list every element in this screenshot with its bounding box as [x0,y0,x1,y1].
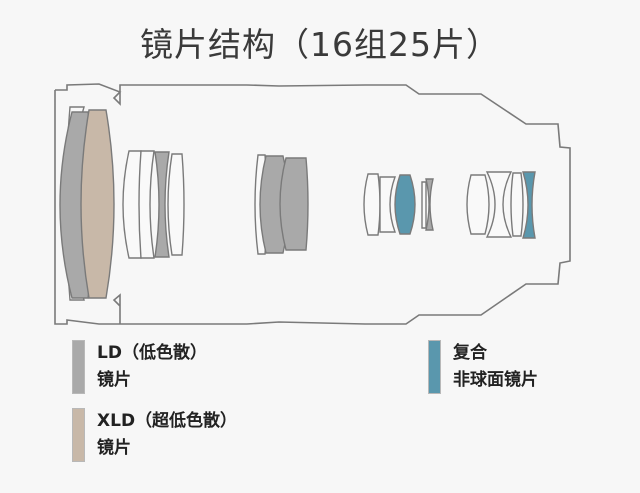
legend-ld-line1: LD（低色散） [97,343,207,363]
legend-aspherical-line1: 复合 [453,343,487,363]
lens-element-ld [154,151,170,258]
legend-xld-line1: XLD（超低色散） [97,411,238,431]
lens-element-aspherical [522,171,536,239]
lens-element-aspherical [394,174,416,235]
legend-xld-line2: 镜片 [97,438,131,458]
lens-element-plain [363,173,381,236]
legend-ld-line2: 镜片 [97,370,131,390]
legend-xld: XLD（超低色散） 镜片 [72,408,237,462]
lens-element-ld [279,157,309,251]
legend-ld: LD（低色散） 镜片 [72,340,207,394]
lens-element-plain [510,172,524,237]
lens-element-plain [167,153,185,256]
lens-element-ld [425,178,434,231]
lens-element-plain [466,174,490,235]
lens-element-plain [379,176,396,233]
lens-element-plain [485,171,513,238]
xld-swatch [72,408,85,462]
lens-element-plain [421,181,427,229]
aspherical-swatch [428,340,441,394]
ld-swatch [72,340,85,394]
lens-barrel-outline [54,83,571,325]
legend-aspherical-line2: 非球面镜片 [453,370,538,390]
page-title: 镜片结构（16组25片） [140,25,500,64]
lens-element-plain [138,150,155,259]
lens-element-xld [80,109,115,299]
legend-aspherical: 复合非球面镜片 [428,340,538,394]
